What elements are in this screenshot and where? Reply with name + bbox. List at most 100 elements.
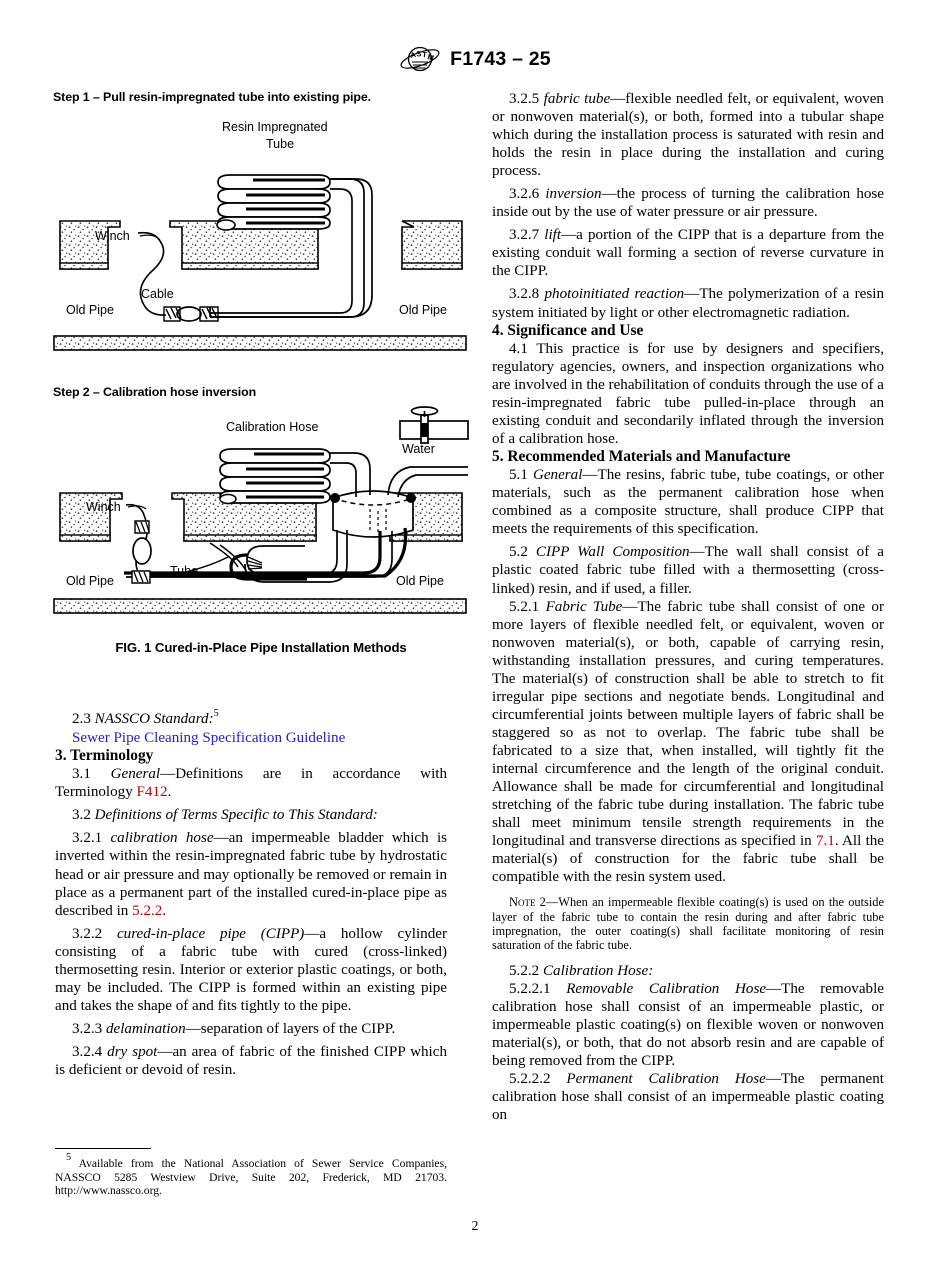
calibration-hose-coil [219,448,331,504]
para-body: —The resins, fabric tube, tube coatings,… [492,467,884,538]
figure-step2-illustration: Calibration Hose Water Winch Old Pipe Ol… [50,403,472,631]
manhole-left-step2 [59,492,123,542]
label-winch: Winch [95,229,130,243]
inversion-drum [330,490,416,538]
calibration-hose-shading [246,452,324,499]
heading-recommended-materials: 5. Recommended Materials and Manufacture [492,448,791,466]
para-body: —the process of turning the calibration … [492,186,885,221]
label-resin-tube-line1: Resin Impregnated [222,120,328,134]
para-3-2-5: 3.2.5 fabric tube—flexible needled felt,… [492,90,884,180]
footnote-5: 5 Available from the National Associatio… [55,1152,447,1198]
cable-swivel-step2 [131,520,152,584]
manhole-right [401,220,463,270]
page-number: 2 [471,1218,479,1233]
para-body: —a portion of the CIPP that is a departu… [492,227,884,280]
cable-head [163,306,219,322]
para-term: NASSCO Standard: [94,711,214,727]
para-term: fabric tube [543,91,611,107]
calibration-hose-end [219,493,237,505]
tube-fray-icon [247,556,263,570]
label-tube: Tube [170,564,198,578]
heading-significance-and-use: 4. Significance and Use [492,321,644,339]
manhole-center [169,220,329,270]
tube-leader [171,542,247,576]
para-term: Calibration Hose: [542,962,654,979]
para-5-2-2-2: 5.2.2.2 Permanent Calibration Hose—The p… [492,1070,884,1124]
resin-tube-coil-shading [246,178,325,225]
note-body: —When an impermeable flexible coating(s)… [492,895,884,953]
para-number: 5.2.2.2 [509,1070,551,1087]
para-number: 3.2.4 [72,1043,103,1060]
para-body: —a hollow cylinder consisting of a fabri… [55,925,448,1014]
figure-step2-title: Step 2 – Calibration hose inversion [53,385,257,399]
tube-routing [209,178,373,318]
svg-text:M: M [427,52,435,62]
link-7-1[interactable]: 7.1 [815,833,835,850]
figure-caption: FIG. 1 Cured-in-Place Pipe Installation … [115,640,407,655]
link-f412[interactable]: F412 [136,784,168,801]
resin-tube-coil [217,174,331,230]
label-cable: Cable [141,287,174,301]
label-old-pipe-right-step2: Old Pipe [396,574,444,588]
nassco-standard-link-row: Sewer Pipe Cleaning Specification Guidel… [55,729,447,747]
label-old-pipe-left: Old Pipe [66,303,114,317]
para-3-2-7: 3.2.7 lift—a portion of the CIPP that is… [492,226,884,280]
note-label: Note [509,895,536,910]
para-number: 3.1 [72,766,91,783]
link-sewer-pipe-cleaning[interactable]: Sewer Pipe Cleaning Specification Guidel… [72,730,346,747]
para-5-2-2: 5.2.2 Calibration Hose: [492,962,884,980]
para-number: 3.2.1 [72,830,103,847]
para-term: cured-in-place pipe (CIPP) [116,925,305,942]
label-resin-tube-line2: Tube [266,137,294,151]
note-number: 2 [535,895,546,910]
label-calibration-hose: Calibration Hose [226,420,318,434]
page-header: A S T M F1743 – 25 [0,42,950,76]
para-term: delamination [105,1020,186,1037]
para-term: calibration hose [110,830,214,847]
svg-text:A: A [409,50,417,60]
para-number: 3.2.3 [72,1020,103,1037]
para-3-2-8: 3.2.8 photoinitiated reaction—The polyme… [492,285,884,321]
para-3-2-6: 3.2.6 inversion—the process of turning t… [492,185,884,221]
para-term: General [110,766,161,783]
svg-text:S: S [416,49,422,58]
figure-step1-title: Step 1 – Pull resin-impregnated tube int… [53,90,371,104]
figure-step1-illustration: Resin Impregnated Tube Winch Cable Old P… [50,108,472,363]
para-body: —an impermeable bladder which is inverte… [55,830,448,919]
para-body: —separation of layers of the CIPP. [185,1020,396,1037]
footnote-block: 5 Available from the National Associatio… [55,1148,447,1198]
label-old-pipe-left-step2: Old Pipe [66,574,114,588]
para-number: 5.2.1 [509,598,540,615]
para-4-1: 4.1 This practice is for use by designer… [492,340,884,448]
left-text-column: 2.3 NASSCO Standard:5 Sewer Pipe Cleanin… [55,708,448,1079]
para-number: 5.2.2 [509,962,540,979]
para-number: 4.1 [509,340,528,357]
para-term: General [532,467,583,484]
para-5-2-1: 5.2.1 Fabric Tube—The fabric tube shall … [492,598,884,887]
hose-to-drum [330,452,371,497]
para-term: Fabric Tube [545,598,623,615]
para-term: Definitions of Terms Specific to This St… [94,807,378,824]
para-term: Permanent Calibration Hose [566,1070,766,1087]
para-body-tail: . [162,902,167,919]
manhole-center-step2 [171,492,327,542]
para-number: 2.3 [72,711,91,727]
para-number: 5.2.2.1 [509,980,551,997]
para-number: 5.1 [509,467,528,484]
para-3-2-3: 3.2.3 delamination—separation of layers … [55,1020,447,1038]
inverted-hose-heavy [124,527,408,581]
para-number: 3.2.7 [509,227,540,244]
existing-pipe-ground-step2 [53,598,467,614]
tube-coil-end [216,219,236,231]
para-3-2-4: 3.2.4 dry spot—an area of fabric of the … [55,1043,447,1079]
para-term: inversion [545,186,602,203]
footnote-marker: 5 [213,708,219,719]
winch-leader-line [139,234,161,241]
para-number: 5.2 [509,544,528,561]
label-winch-step2: Winch [86,500,121,514]
link-5-2-2[interactable]: 5.2.2 [132,902,163,919]
heading-terminology: 3. Terminology [55,747,154,765]
para-3-2-2: 3.2.2 cured-in-place pipe (CIPP)—a hollo… [55,925,447,1015]
para-number: 3.2.6 [509,186,540,203]
standard-designation: F1743 – 25 [450,47,551,70]
